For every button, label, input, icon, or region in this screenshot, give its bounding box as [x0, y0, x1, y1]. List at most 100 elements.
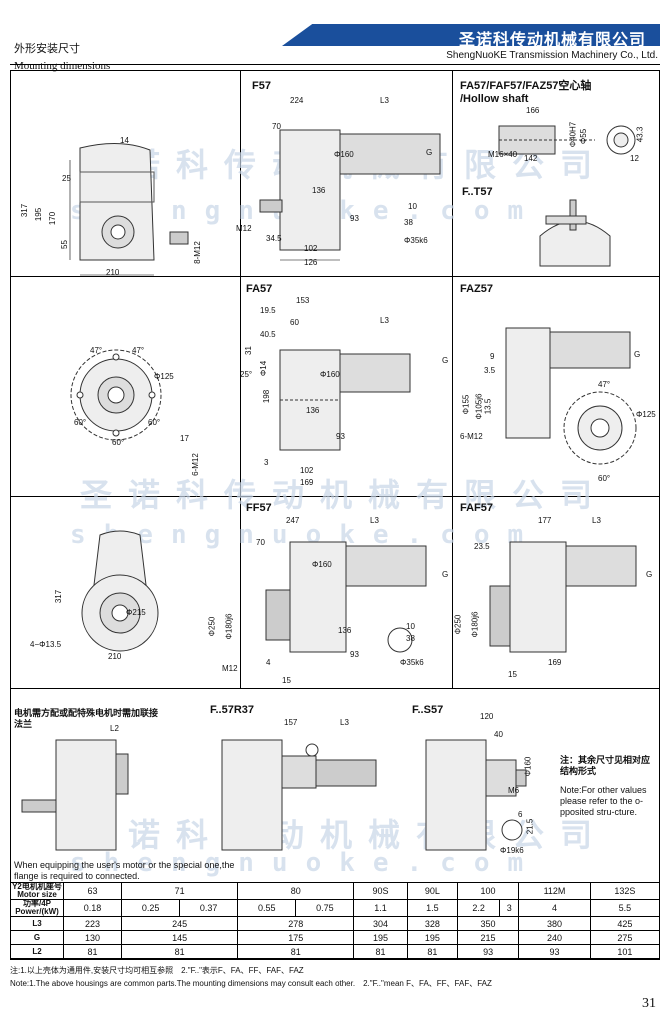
dim-160-f57: Φ160 [334, 150, 354, 159]
dim-l3-r37: L3 [340, 718, 349, 727]
table-header-power: 功率/4P Power/(kW) [10, 899, 64, 917]
dim-6: 6 [518, 810, 523, 819]
table-cell: 2.2 [456, 899, 501, 917]
faf57-front-view [489, 541, 637, 653]
table-cell: 130 [62, 930, 123, 945]
dim-157: 157 [284, 718, 298, 727]
dim-g-fa57: G [442, 356, 449, 365]
dim-60deg-c: 60° [148, 418, 161, 427]
dim-l2-motor: L2 [110, 724, 119, 733]
dim-180j6-faf57: Φ180j6 [470, 611, 480, 638]
dim-60deg-b: 60° [112, 438, 125, 447]
dim-l3-faf57: L3 [592, 516, 601, 525]
dim-m12-f57: M12 [236, 224, 252, 233]
dim-12: 12 [630, 154, 639, 163]
label-fs57: F..S57 [412, 704, 444, 716]
dim-g-faf57: G [646, 570, 653, 579]
dim-102-fa57: 102 [300, 466, 314, 475]
dim-9: 9 [490, 352, 495, 361]
table-cell: 350 [456, 916, 520, 931]
dim-195: 195 [34, 207, 44, 222]
dim-125-faz57: Φ125 [636, 410, 656, 419]
dim-l3-ff57: L3 [370, 516, 379, 525]
label-ft57: F..T57 [462, 186, 493, 198]
dim-169-faf57: 169 [548, 658, 562, 667]
company-name-en: ShengNuoKE Transmission Machinery Co., L… [446, 50, 658, 61]
watermark-en-3: shengnuoke.com [70, 848, 542, 878]
dim-55: 55 [59, 240, 69, 249]
f57r37-view [221, 739, 377, 851]
dim-38-ff57: 38 [406, 634, 415, 643]
dim-m6: M6 [508, 786, 520, 795]
dim-13-5: 13.5 [483, 398, 493, 415]
table-cell: 245 [121, 916, 239, 931]
drawing-frame [10, 70, 660, 960]
dim-23-5: 23.5 [474, 542, 490, 551]
table-cell: 425 [589, 916, 661, 931]
table-cell: 90S [353, 882, 408, 900]
header-divider [10, 64, 660, 65]
dim-6-m12: 6-M12 [190, 453, 200, 476]
dim-93-f57: 93 [350, 214, 359, 223]
table-cell: 278 [237, 916, 355, 931]
dim-25deg: 25° [240, 370, 253, 379]
motor-flange-note-cn: 电机需方配或配特殊电机时需加联接法兰 [14, 708, 159, 729]
dim-40: 40 [494, 730, 503, 739]
table-cell: 80 [237, 882, 355, 900]
dim-43-3: 43.3 [635, 126, 645, 143]
table-cell: 240 [518, 930, 591, 945]
section-title-cn: 外形安装尺寸 [14, 43, 80, 55]
dim-10-f57: 10 [408, 202, 417, 211]
dim-38: 38 [404, 218, 413, 227]
dim-93-ff57: 93 [350, 650, 359, 659]
dim-8-m12: 8-M12 [192, 241, 202, 264]
dim-10-ff57: 10 [406, 622, 415, 631]
section-title-en: Mounting dimensions [14, 60, 111, 72]
dim-g-faz57: G [634, 350, 641, 359]
table-cell: 71 [121, 882, 239, 900]
dim-40h7: Φ40H7 [568, 121, 578, 148]
label-f57: F57 [252, 80, 271, 92]
table-cell: 81 [237, 944, 355, 959]
hollow-shaft-view [498, 125, 636, 155]
footer-note-en: Note:1.The above housings are common par… [10, 979, 492, 988]
table-cell: 3 [499, 899, 520, 917]
f57-front-view [259, 129, 441, 261]
other-values-note-cn: 注：其余尺寸见相对应结构形式 [560, 755, 651, 776]
dim-170: 170 [48, 211, 58, 226]
dim-47deg-faz57: 47° [598, 380, 611, 389]
table-cell: 0.37 [179, 899, 239, 917]
dim-34-5: 34.5 [266, 234, 282, 243]
other-values-note-en: Note:For other values please refer to th… [560, 785, 647, 817]
dim-35k6-ff57: Φ35k6 [400, 658, 424, 667]
table-row: L2 81 81 81 81 81 93 93 101 [10, 944, 661, 959]
motor-flange-view [21, 739, 129, 851]
table-cell: 175 [237, 930, 355, 945]
dim-40-5: 40.5 [260, 330, 276, 339]
label-f57r37: F..57R37 [210, 704, 255, 716]
dim-6-m12-faz57: 6-M12 [460, 432, 483, 441]
dim-60: 60 [290, 318, 299, 327]
dim-210b: 210 [108, 652, 122, 661]
dim-70: 70 [272, 122, 281, 131]
label-hollow-shaft: FA57/FAF57/FAZ57空心轴 /Hollow shaft [460, 80, 592, 105]
table-cell: 215 [456, 930, 520, 945]
label-faz57: FAZ57 [460, 283, 494, 295]
dim-47deg-b: 47° [132, 346, 145, 355]
table-cell: 0.18 [62, 899, 123, 917]
label-fa57: FA57 [246, 283, 273, 295]
dim-70-ff57: 70 [256, 538, 265, 547]
dim-19k6: Φ19k6 [500, 846, 524, 855]
dim-93-fa57: 93 [336, 432, 345, 441]
other-values-note: 注：其余尺寸见相对应结构形式 Note:For other values ple… [560, 755, 655, 818]
dim-155: Φ155 [461, 394, 471, 415]
dim-55-hollow: Φ55 [579, 128, 589, 145]
dim-136-fa57: 136 [306, 406, 320, 415]
dim-198: 198 [262, 389, 272, 404]
dim-4-ff57: 4 [266, 658, 271, 667]
motor-spec-table: Y2电机机座号 Motor size 63 71 80 90S 90L 100 … [10, 882, 661, 959]
dim-153: 153 [296, 296, 310, 305]
dim-105j6: Φ105j6 [474, 393, 484, 420]
dim-15-ff57: 15 [282, 676, 291, 685]
table-cell: 0.55 [237, 899, 297, 917]
